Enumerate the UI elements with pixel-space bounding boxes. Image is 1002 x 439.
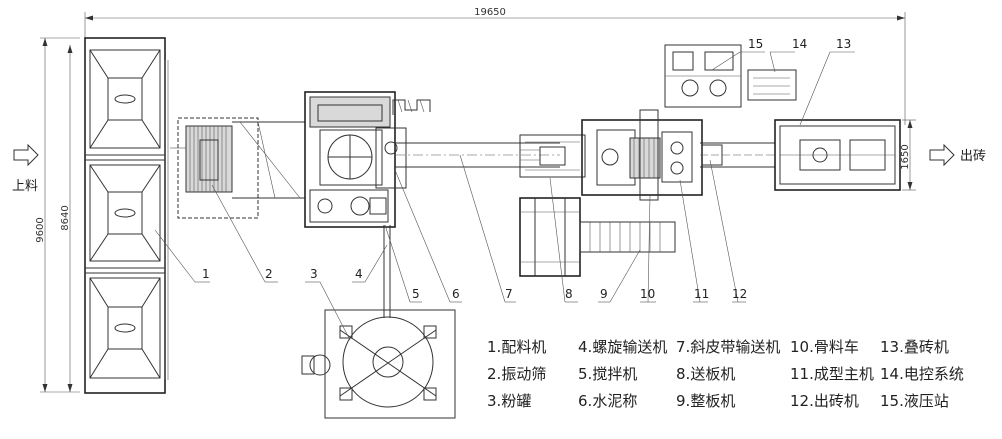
dimension-inner-width: 8640 <box>60 45 73 392</box>
legend-item-15: 15.液压站 <box>880 392 949 410</box>
batching-machine <box>84 37 169 394</box>
legend-item-11: 11.成型主机 <box>790 365 874 383</box>
aggregate-car <box>639 109 659 201</box>
callout-numbers: 1 2 3 4 5 6 7 8 9 10 11 12 13 14 15 <box>202 37 851 301</box>
callout-1: 1 <box>202 267 210 281</box>
input-direction-label: 上料 <box>12 179 38 194</box>
legend-item-9: 9.整板机 <box>676 392 736 410</box>
callout-7: 7 <box>505 287 513 301</box>
callout-10: 10 <box>640 287 655 301</box>
leader-lines <box>154 51 855 341</box>
screw-conveyor <box>383 225 391 318</box>
cement-scale <box>375 127 407 189</box>
callout-5: 5 <box>412 287 420 301</box>
hydraulic-station <box>664 44 742 108</box>
legend-item-13: 13.叠砖机 <box>880 338 949 356</box>
legend-item-2: 2.振动筛 <box>487 365 547 383</box>
callout-3: 3 <box>310 267 318 281</box>
dimension-total-width-label: 9600 <box>35 217 46 242</box>
aggregate-stair <box>392 99 431 115</box>
callout-9: 9 <box>600 287 608 301</box>
input-direction: 上料 <box>12 143 39 194</box>
legend-item-7: 7.斜皮带输送机 <box>676 338 781 356</box>
legend-item-12: 12.出砖机 <box>790 392 859 410</box>
board-arranger <box>519 197 676 277</box>
output-direction: 出砖 <box>929 143 986 167</box>
legend-item-5: 5.搅拌机 <box>578 365 638 383</box>
callout-15: 15 <box>748 37 763 51</box>
callout-14: 14 <box>792 37 807 51</box>
legend-item-4: 4.螺旋输送机 <box>578 338 668 356</box>
callout-2: 2 <box>265 267 273 281</box>
legend-item-6: 6.水泥称 <box>578 392 638 410</box>
electric-control-cabinet <box>747 69 797 101</box>
board-feeder <box>519 134 586 178</box>
callout-6: 6 <box>452 287 460 301</box>
vibrating-screen <box>170 117 259 219</box>
callout-12: 12 <box>732 287 747 301</box>
dimension-inner-width-label: 8640 <box>60 205 71 230</box>
dimension-total-width: 9600 <box>35 37 80 393</box>
dimension-outlet-width: 1650 <box>900 119 916 191</box>
callout-11: 11 <box>694 287 709 301</box>
cement-silo <box>301 309 456 419</box>
legend-item-3: 3.粉罐 <box>487 392 532 410</box>
legend-item-10: 10.骨料车 <box>790 338 859 356</box>
dimension-total-length: 19650 <box>84 7 906 125</box>
dimension-total-length-label: 19650 <box>474 7 506 18</box>
forming-machine <box>581 119 703 196</box>
brick-output-conveyor <box>700 142 775 168</box>
mixer <box>304 91 396 228</box>
inclined-belt-conveyor <box>395 142 560 168</box>
dimension-outlet-width-label: 1650 <box>900 144 911 169</box>
brick-stacker <box>774 119 901 191</box>
output-direction-label: 出砖 <box>960 149 986 164</box>
legend-item-8: 8.送板机 <box>676 365 736 383</box>
legend-item-1: 1.配料机 <box>487 338 547 356</box>
callout-4: 4 <box>355 267 363 281</box>
legend-item-14: 14.电控系统 <box>880 365 964 383</box>
callout-13: 13 <box>836 37 851 51</box>
callout-8: 8 <box>565 287 573 301</box>
belt-conveyor-1 <box>232 121 305 199</box>
